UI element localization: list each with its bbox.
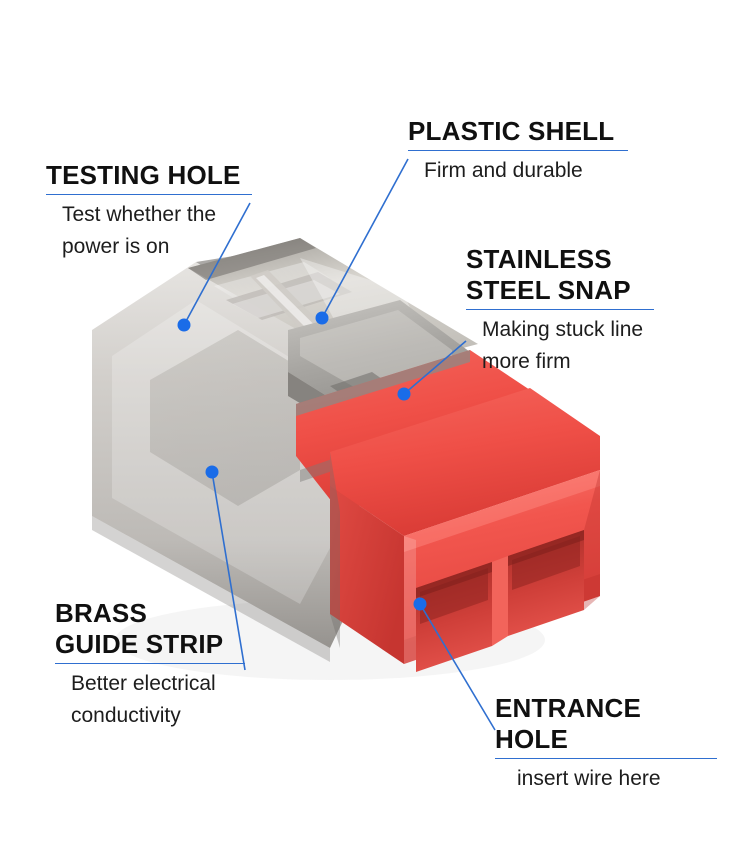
callout-title-entrance-hole: ENTRANCE HOLE [495,693,642,754]
callout-title-brass-guide-strip: BRASS GUIDE STRIP [55,598,224,659]
callout-stainless-steel-snap: STAINLESS STEEL SNAP Making stuck line m… [466,244,654,378]
dot-testing-hole [177,318,191,332]
callout-rule-entrance-hole [495,758,717,759]
callout-plastic-shell: PLASTIC SHELL Firm and durable [408,116,628,187]
callout-rule-plastic-shell [408,150,628,151]
dot-stainless-steel-snap [397,387,411,401]
callout-title-stainless-steel-snap: STAINLESS STEEL SNAP [466,244,631,305]
dot-brass-guide-strip [205,465,219,479]
callout-desc-stainless-steel-snap: Making stuck line more firm [482,318,644,373]
callout-entrance-hole: ENTRANCE HOLE insert wire here [495,693,717,795]
dot-entrance-hole [413,597,427,611]
callout-title-testing-hole: TESTING HOLE [46,160,241,190]
callout-title-plastic-shell: PLASTIC SHELL [408,116,615,146]
callout-brass-guide-strip: BRASS GUIDE STRIP Better electrical cond… [55,598,245,732]
callout-desc-testing-hole: Test whether the power is on [62,203,217,258]
callout-desc-brass-guide-strip: Better electrical conductivity [71,672,216,727]
callout-testing-hole: TESTING HOLE Test whether the power is o… [46,160,252,263]
callout-desc-entrance-hole: insert wire here [517,767,661,790]
callout-desc-plastic-shell: Firm and durable [424,159,583,182]
dot-plastic-shell [315,311,329,325]
callout-rule-testing-hole [46,194,252,195]
callout-rule-brass-guide-strip [55,663,245,664]
callout-rule-stainless-steel-snap [466,309,654,310]
